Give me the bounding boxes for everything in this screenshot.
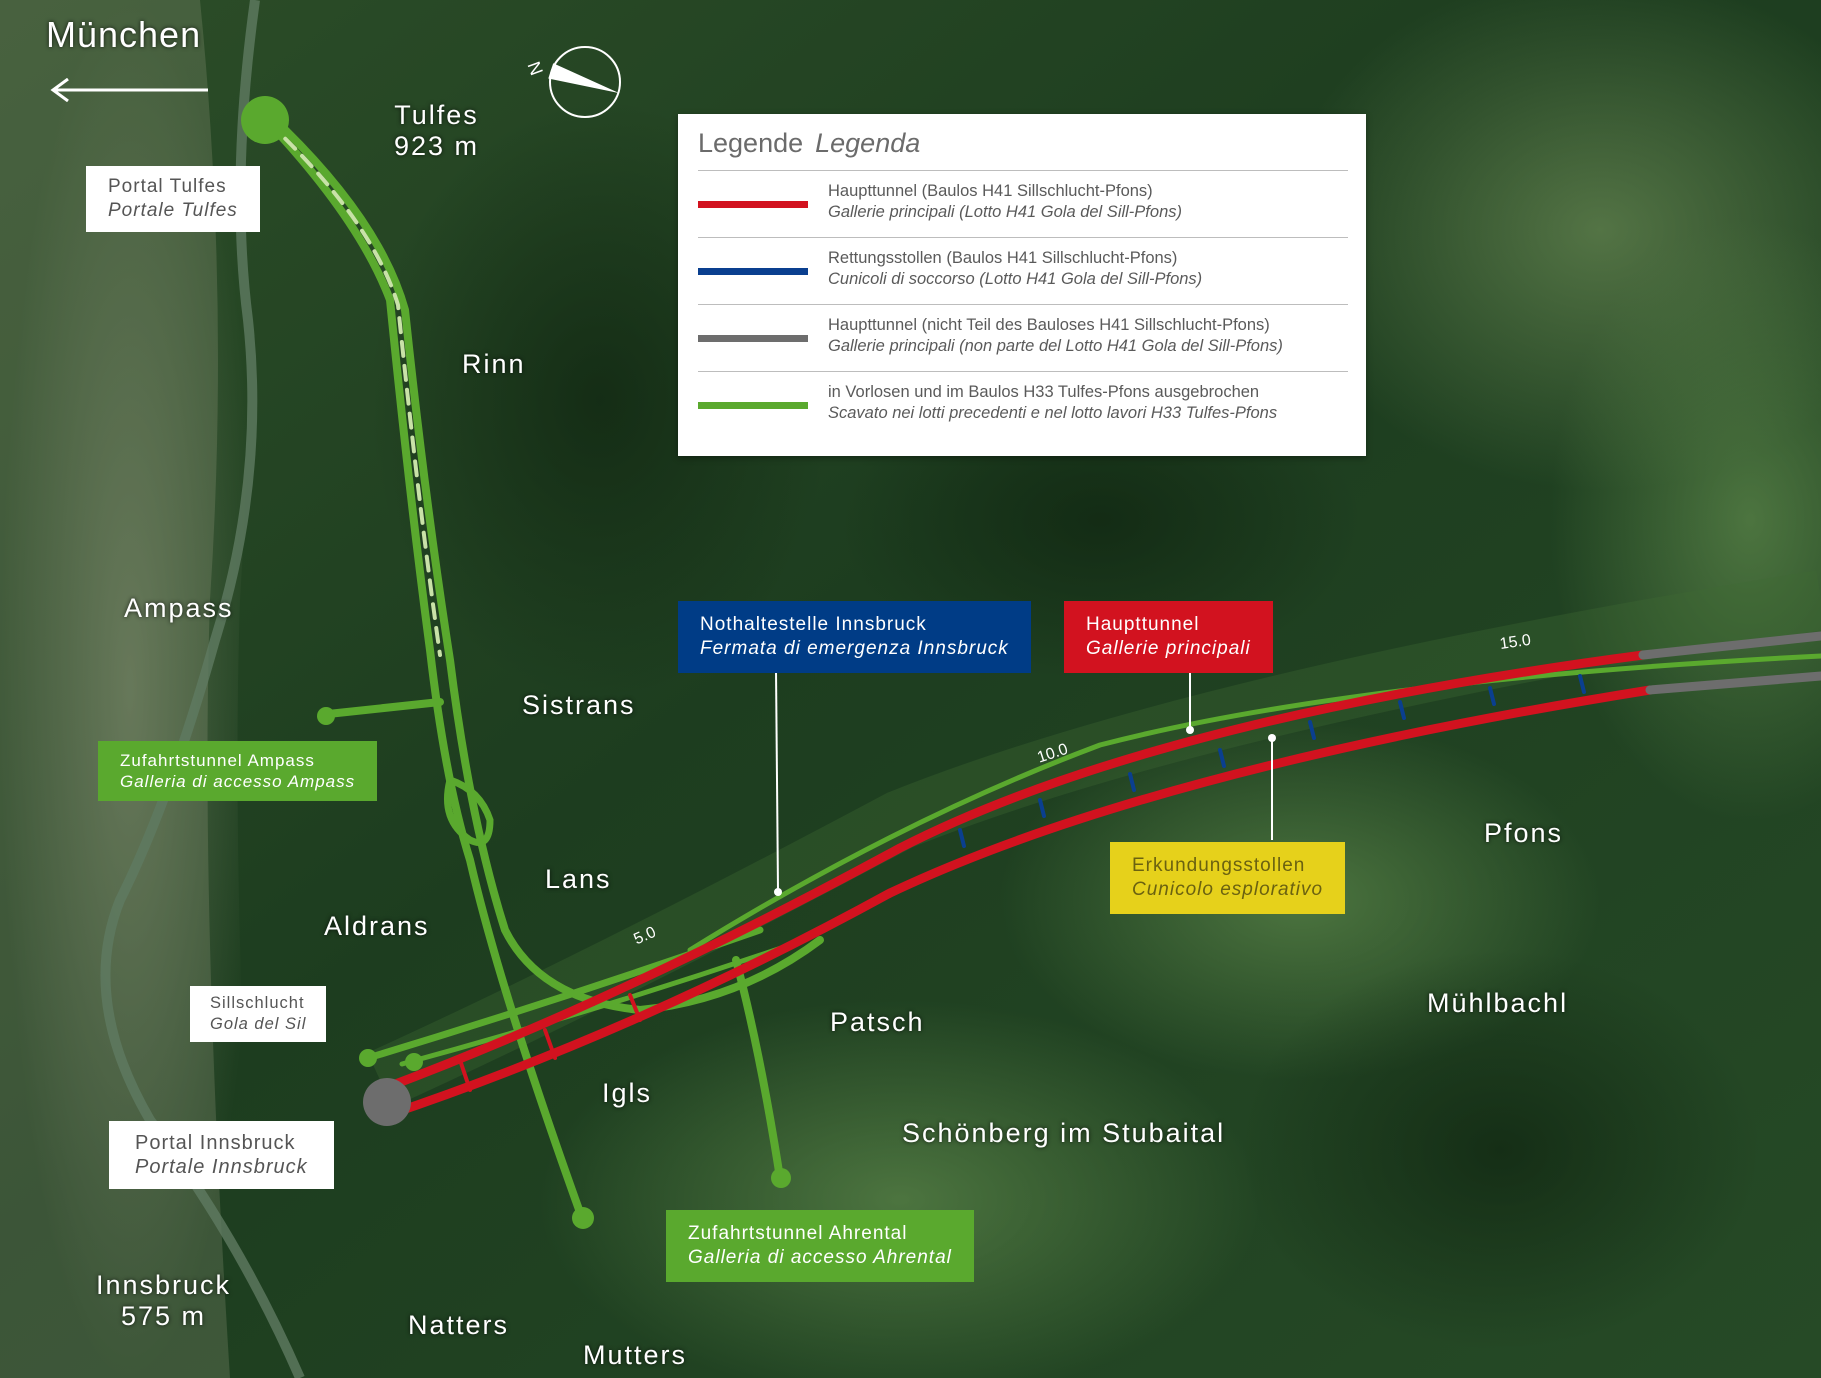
route-ahrental xyxy=(732,956,784,1182)
legend-swatch-blue xyxy=(698,268,808,275)
place-schoenberg: Schönberg im Stubaital xyxy=(902,1118,1226,1148)
place-pfons: Pfons xyxy=(1484,818,1564,848)
place-mutters: Mutters xyxy=(583,1340,688,1370)
legend-item: in Vorlosen und im Baulos H33 Tulfes-Pfo… xyxy=(698,371,1348,439)
place-sistrans: Sistrans xyxy=(522,690,636,720)
portal-innsbruck-marker xyxy=(363,1078,411,1126)
label-erkundungsstollen: Erkundungsstollen Cunicolo esplorativo xyxy=(1110,842,1346,914)
portal-tulfes-marker xyxy=(241,96,289,144)
main-tunnel-north xyxy=(380,650,1648,1093)
legend-item: Haupttunnel (Baulos H41 Sillschlucht-Pfo… xyxy=(698,170,1348,238)
legend-swatch-gray xyxy=(698,335,808,342)
main-tunnel-south xyxy=(383,685,1655,1120)
label-nothaltestelle: Nothaltestelle Innsbruck Fermata di emer… xyxy=(678,601,1031,673)
route-tulfes-dashed xyxy=(266,120,442,657)
rescue-cross-passages xyxy=(958,674,1586,848)
label-sillschlucht: Sillschlucht Gola del Sil xyxy=(190,986,327,1042)
place-natters: Natters xyxy=(408,1310,510,1340)
compass: N xyxy=(524,46,621,118)
route-exploratory xyxy=(687,653,1821,953)
compass-north-label: N xyxy=(524,59,547,78)
route-ampass xyxy=(324,698,444,718)
label-portal-innsbruck: Portal Innsbruck Portale Innsbruck xyxy=(109,1121,334,1189)
label-ahrental-tunnel: Zufahrtstunnel Ahrental Galleria di acce… xyxy=(666,1210,974,1282)
legend-swatch-green xyxy=(698,402,808,409)
legend-item: Rettungsstollen (Baulos H41 Sillschlucht… xyxy=(698,237,1348,305)
legend-item: Haupttunnel (nicht Teil des Bauloses H41… xyxy=(698,304,1348,372)
label-haupttunnel: Haupttunnel Gallerie principali xyxy=(1064,601,1273,673)
place-patsch: Patsch xyxy=(830,1007,925,1037)
place-igls: Igls xyxy=(602,1078,653,1108)
label-portal-tulfes: Portal Tulfes Portale Tulfes xyxy=(86,166,260,232)
place-ampass: Ampass xyxy=(124,593,234,623)
place-lans: Lans xyxy=(545,864,612,894)
arrow-left-icon xyxy=(50,78,208,102)
place-tulfes: Tulfes 923 m xyxy=(394,100,480,161)
label-ampass-tunnel: Zufahrtstunnel Ampass Galleria di access… xyxy=(98,741,378,801)
route-tulfes-west xyxy=(264,118,586,1222)
other-tunnel-south xyxy=(1645,671,1821,695)
direction-muenchen: München xyxy=(46,14,202,55)
place-muehlbachl: Mühlbachl xyxy=(1427,988,1569,1018)
other-tunnel-north xyxy=(1638,631,1821,660)
legend-swatch-red xyxy=(698,201,808,208)
place-innsbruck: Innsbruck 575 m xyxy=(96,1270,232,1331)
place-rinn: Rinn xyxy=(462,349,526,379)
place-aldrans: Aldrans xyxy=(324,911,430,941)
